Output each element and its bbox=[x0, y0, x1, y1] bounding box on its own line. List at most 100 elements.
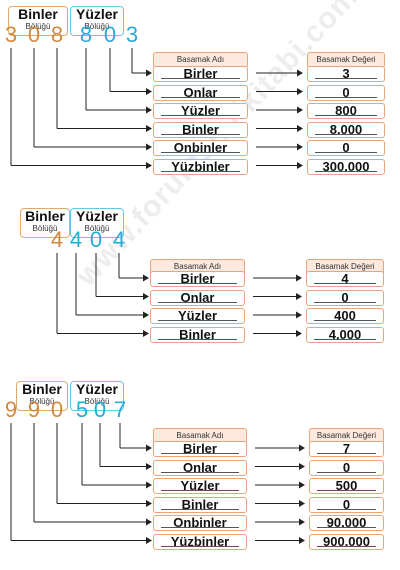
arrow-head bbox=[297, 162, 303, 169]
arrow-head bbox=[146, 463, 152, 470]
basamak-adi-box: Yüzler bbox=[150, 308, 245, 324]
arrow-head bbox=[146, 444, 152, 452]
arrow-head bbox=[146, 125, 152, 132]
basamak-degeri-box: 8.000 bbox=[307, 121, 385, 138]
underline bbox=[161, 471, 239, 473]
arrow-head bbox=[143, 311, 149, 319]
basamak-adi-box: Onlar bbox=[150, 289, 245, 306]
arrow-head bbox=[146, 537, 152, 544]
basamak-degeri-box: 0 bbox=[306, 289, 384, 306]
underline bbox=[161, 170, 240, 172]
basamak-adi-box: Yüzler bbox=[153, 478, 247, 494]
arrow-head bbox=[299, 481, 305, 489]
basamak-degeri-box: 0 bbox=[309, 496, 384, 513]
arrow-head bbox=[146, 162, 152, 169]
basamak-degeri-box: 4.000 bbox=[306, 326, 384, 343]
bolugu-label: Bölüğü bbox=[29, 397, 55, 406]
number-digit: 5 bbox=[75, 397, 89, 422]
number-digit: 9 bbox=[4, 397, 18, 422]
basamak-degeri-box: 7 bbox=[309, 441, 384, 457]
basamak-adi-box: Birler bbox=[153, 66, 248, 82]
number-digit: 0 bbox=[50, 397, 64, 422]
basamak-degeri-box: 900.000 bbox=[309, 533, 384, 550]
number-digit: 3 bbox=[4, 22, 18, 47]
underline bbox=[161, 527, 239, 528]
basamak-adi-box: Onbinler bbox=[153, 515, 247, 531]
basamak-degeri-box: 0 bbox=[307, 140, 385, 156]
arrow-head bbox=[296, 330, 302, 337]
underline bbox=[314, 320, 376, 321]
basamak-adi-box: Binler bbox=[153, 121, 248, 138]
basamak-adi-box: Binler bbox=[150, 326, 245, 343]
arrow-head bbox=[146, 518, 152, 526]
underline bbox=[158, 301, 237, 303]
number-digit: 0 bbox=[89, 227, 103, 252]
arrow-head bbox=[143, 274, 149, 282]
number-digit: 0 bbox=[27, 22, 41, 47]
underline bbox=[158, 320, 237, 321]
arrow-head bbox=[146, 143, 152, 151]
number-digit: 8 bbox=[50, 22, 64, 47]
arrow-head bbox=[146, 481, 152, 489]
basamak-degeri-box: 4 bbox=[306, 271, 384, 287]
arrow-head bbox=[299, 518, 305, 526]
number-digit: 4 bbox=[50, 227, 64, 252]
arrow-head bbox=[297, 125, 303, 132]
underline bbox=[315, 170, 377, 172]
arrow-head bbox=[299, 500, 305, 507]
underline bbox=[315, 115, 377, 116]
underline bbox=[158, 283, 237, 284]
basamak-adi-box: Onlar bbox=[153, 84, 248, 101]
basamak-degeri-box: 0 bbox=[307, 84, 385, 101]
arrow-head bbox=[299, 537, 305, 544]
arrow-head bbox=[297, 106, 303, 114]
basamak-degeri-box: 500 bbox=[309, 478, 384, 494]
underline bbox=[317, 527, 376, 528]
yuzler-title: Yüzler bbox=[75, 6, 118, 22]
binler-title: Binler bbox=[25, 208, 65, 224]
underline bbox=[317, 471, 376, 473]
underline bbox=[314, 283, 376, 284]
underline bbox=[314, 338, 376, 340]
bolugu-label: Bölüğü bbox=[84, 397, 110, 406]
arrow-head bbox=[297, 69, 303, 77]
number-digit: 7 bbox=[113, 397, 127, 422]
basamak-degeri-box: 300.000 bbox=[307, 158, 385, 175]
yuzler-title: Yüzler bbox=[75, 381, 118, 397]
arrow-head bbox=[296, 311, 302, 319]
basamak-adi-box: Birler bbox=[150, 271, 245, 287]
yuzler-title: Yüzler bbox=[75, 208, 118, 224]
underline bbox=[317, 490, 376, 491]
bolugu-label: Bölüğü bbox=[32, 224, 58, 233]
number-digit: 3 bbox=[125, 22, 139, 47]
basamak-adi-box: Yüzbinler bbox=[153, 158, 248, 175]
underline bbox=[317, 453, 376, 454]
arrow-head bbox=[296, 274, 302, 282]
arrow-head bbox=[297, 88, 303, 95]
underline bbox=[315, 78, 377, 79]
underline bbox=[161, 508, 239, 510]
arrow-head bbox=[299, 444, 305, 452]
bolugu-label: Bölüğü bbox=[84, 224, 110, 233]
underline bbox=[161, 115, 240, 116]
basamak-adi-box: Birler bbox=[153, 441, 247, 457]
arrow-head bbox=[299, 463, 305, 470]
arrow-head bbox=[143, 293, 149, 300]
basamak-degeri-box: 3 bbox=[307, 66, 385, 82]
number-digit: 9 bbox=[27, 397, 41, 422]
basamak-degeri-box: 400 bbox=[306, 308, 384, 324]
underline bbox=[315, 133, 377, 135]
bolugu-label: Bölüğü bbox=[25, 22, 51, 31]
underline bbox=[315, 152, 377, 153]
arrow-head bbox=[296, 293, 302, 300]
underline bbox=[314, 301, 376, 303]
arrow-head bbox=[146, 88, 152, 95]
number-digit: 0 bbox=[93, 397, 107, 422]
number-digit: 4 bbox=[112, 227, 126, 252]
